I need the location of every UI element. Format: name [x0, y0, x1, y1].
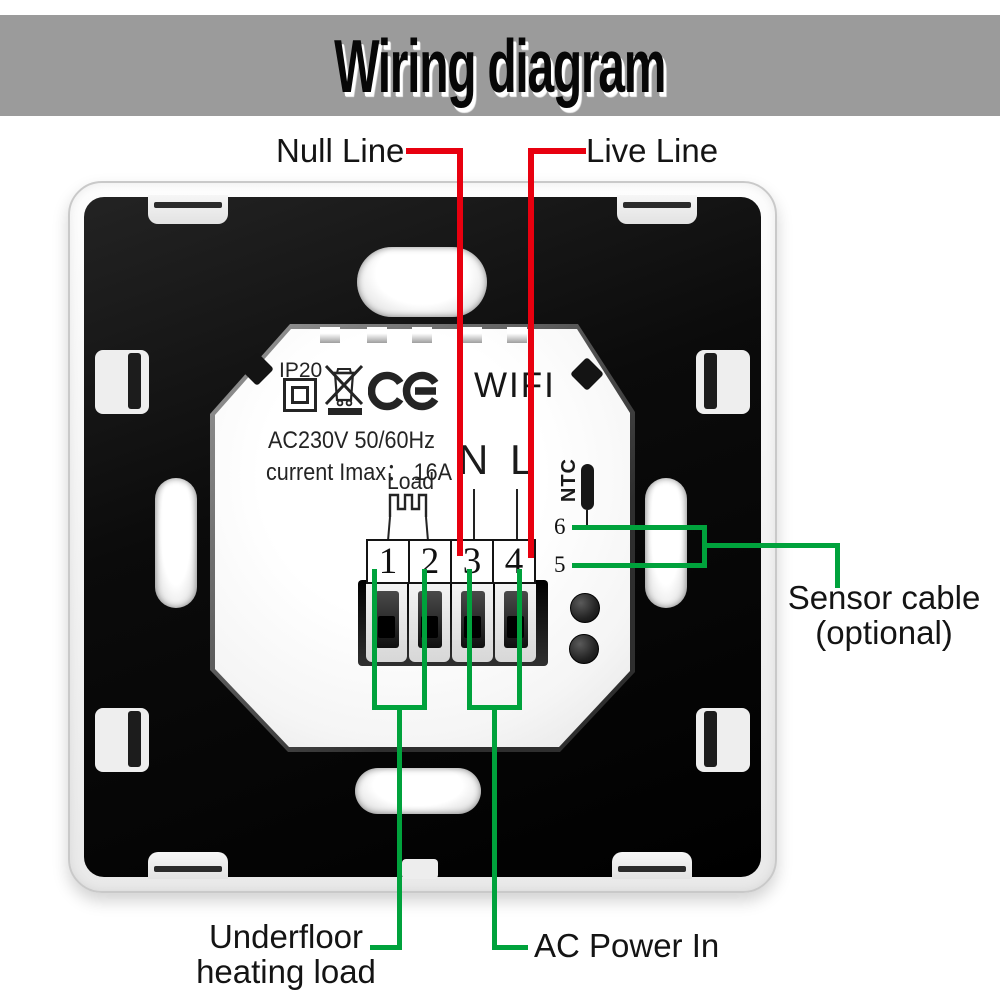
voltage-spec: AC230V 50/60Hz [268, 427, 435, 454]
alignment-diamond-icon [570, 357, 604, 391]
null-line-connector [406, 148, 463, 154]
ntc-pin-lead [586, 510, 588, 530]
terminal-2: 2 [408, 539, 452, 584]
screw-icon [569, 634, 599, 664]
neutral-label: N [458, 436, 489, 483]
frame-tab-top-left [148, 195, 228, 224]
cutout-top [357, 247, 487, 317]
heating-element-icon [387, 493, 429, 541]
load-drop-wire [397, 705, 402, 950]
null-line-label: Null Line [276, 132, 405, 169]
side-clip-right-upper [696, 350, 750, 414]
plate-notch [507, 327, 527, 343]
frame-tab-bottom-center [402, 859, 438, 879]
sensor-cable-line1: Sensor cable [787, 579, 981, 616]
power-label-hook [492, 945, 528, 950]
frame-tab-top-right [617, 195, 697, 224]
pin-5-label: 5 [554, 552, 566, 577]
side-clip-left-upper [95, 350, 149, 414]
sensor-cable-label: Sensor cable (optional) [772, 580, 996, 650]
terminal-row: 1 2 3 4 [366, 539, 536, 584]
ntc-label: NTC [558, 458, 580, 503]
sensor-cable-line2: (optional) [815, 614, 953, 651]
plate-edge [210, 324, 635, 752]
plate-notch [367, 327, 387, 343]
pin-6-label: 6 [554, 514, 566, 539]
underfloor-label: Underfloor heating load [190, 919, 382, 989]
live-lead-line [516, 489, 518, 539]
label-plate: IP20 WIFI AC230V 50/60 [210, 324, 635, 752]
neutral-lead-line [473, 489, 475, 539]
ntc-pin-icon [581, 464, 594, 510]
cutout-bottom [355, 768, 481, 814]
thermostat-back-panel: IP20 WIFI AC230V 50/60 [68, 181, 777, 893]
terminal3-wire [467, 569, 472, 710]
ac-power-label: AC Power In [534, 927, 720, 964]
weee-icon [324, 364, 364, 415]
screw-icon [570, 593, 600, 623]
underfloor-line2: heating load [196, 953, 376, 990]
sensor-label-hook [835, 543, 840, 588]
title-banner: Wiring diagram [0, 15, 1000, 116]
live-line-connector [528, 148, 586, 154]
frame-tab-bottom-right [612, 852, 692, 879]
alignment-diamond-icon [240, 352, 274, 386]
terminal1-wire [372, 569, 377, 710]
plate-notch [462, 327, 482, 343]
ip20-label: IP20 [279, 359, 323, 382]
cutout-left [155, 478, 197, 608]
sensor-lead-wire [702, 543, 840, 548]
plate-notch [412, 327, 432, 343]
null-line-wire [457, 148, 463, 556]
ip20-icon [283, 378, 317, 412]
underfloor-line1: Underfloor [208, 918, 364, 955]
cutout-right [645, 478, 687, 608]
terminal2-wire [422, 569, 427, 710]
load-label-hook [370, 945, 402, 950]
current-spec: current Imax： 16A [266, 459, 453, 486]
pin6-wire [572, 525, 707, 530]
pin5-wire [572, 563, 707, 568]
frame-tab-bottom-left [148, 852, 228, 879]
screw-terminal-icon [452, 582, 493, 662]
live-label: L [510, 436, 534, 483]
ce-mark-icon [368, 371, 442, 411]
live-line-wire [528, 148, 534, 558]
load-label: Load [387, 468, 435, 494]
page-title: Wiring diagram [334, 23, 666, 108]
plate-notch [320, 327, 340, 343]
side-clip-right-lower [696, 708, 750, 772]
side-clip-left-lower [95, 708, 149, 772]
terminal4-wire [517, 569, 522, 710]
power-drop-wire [492, 705, 497, 950]
screw-terminal-icon [495, 582, 536, 662]
live-line-label: Live Line [586, 132, 719, 169]
wifi-label: WIFI [474, 366, 556, 405]
screw-terminal-icon [409, 582, 450, 662]
